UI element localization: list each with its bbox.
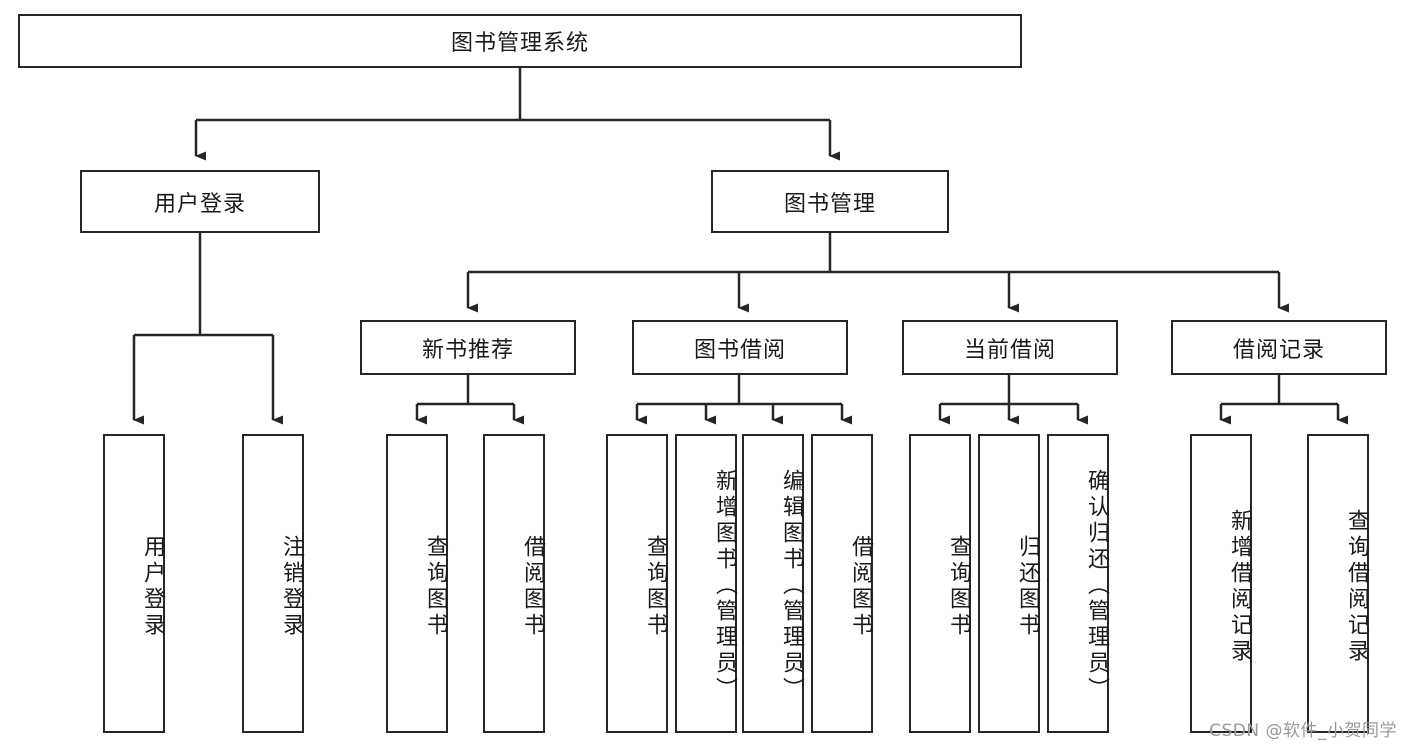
leaf-record-query-record[interactable]: 查询借阅记录 [1307, 434, 1369, 733]
node-root-system[interactable]: 图书管理系统 [18, 14, 1022, 68]
node-book-borrow[interactable]: 图书借阅 [632, 320, 848, 375]
leaf-borrow-borrow-book[interactable]: 借阅图书 [811, 434, 873, 733]
leaf-borrow-query-book[interactable]: 查询图书 [606, 434, 668, 733]
watermark-text: CSDN @软件_小贺同学 [1209, 721, 1397, 741]
leaf-recommend-borrow-book[interactable]: 借阅图书 [483, 434, 545, 733]
node-current-borrow[interactable]: 当前借阅 [902, 320, 1118, 375]
leaf-borrow-add-book-admin[interactable]: 新增图书（管理员） [675, 434, 737, 733]
leaf-user-login-login[interactable]: 用户登录 [103, 434, 165, 733]
leaf-current-query-book[interactable]: 查询图书 [909, 434, 971, 733]
node-book-management[interactable]: 图书管理 [711, 170, 949, 233]
node-user-login[interactable]: 用户登录 [80, 170, 320, 233]
leaf-current-return-book[interactable]: 归还图书 [978, 434, 1040, 733]
node-new-book-recommend[interactable]: 新书推荐 [360, 320, 576, 375]
leaf-borrow-edit-book-admin[interactable]: 编辑图书（管理员） [742, 434, 804, 733]
leaf-current-confirm-return-admin[interactable]: 确认归还（管理员） [1047, 434, 1109, 733]
leaf-record-add-record[interactable]: 新增借阅记录 [1190, 434, 1252, 733]
leaf-user-login-logout[interactable]: 注销登录 [242, 434, 304, 733]
node-borrow-record[interactable]: 借阅记录 [1171, 320, 1387, 375]
leaf-recommend-query-book[interactable]: 查询图书 [386, 434, 448, 733]
